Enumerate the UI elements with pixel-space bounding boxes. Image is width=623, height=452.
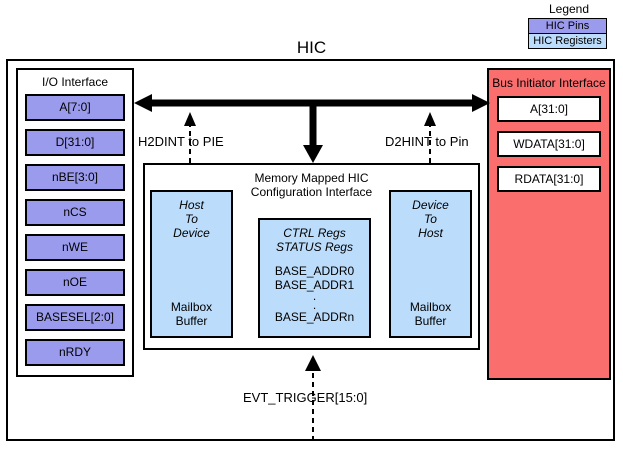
memory-mapped-config-title: Memory Mapped HIC Configuration Interfac… — [145, 171, 478, 199]
io-interface-title: I/O Interface — [41, 75, 109, 89]
base-address-ellipsis: . — [312, 289, 317, 303]
base-address-entry: BASE_ADDR0 — [274, 264, 355, 278]
ctrl-regs-heading: CTRL Regs STATUS Regs — [260, 226, 369, 254]
io-interface-block: I/O Interface A[7:0] D[31:0] nBE[3:0] nC… — [16, 68, 134, 377]
base-address-list: BASE_ADDR0 BASE_ADDR1 . . BASE_ADDRn — [260, 264, 369, 324]
bus-register-list: A[31:0] WDATA[31:0] RDATA[31:0] — [489, 96, 609, 201]
d2h-head-line-3: Host — [418, 226, 443, 240]
d2h-head-line-1: Device — [412, 198, 449, 212]
mm-title-line-1: Memory Mapped HIC — [254, 171, 369, 185]
h2d-head-line-2: To — [185, 212, 198, 226]
legend-title: Legend — [548, 2, 590, 16]
base-address-ellipsis: . — [312, 298, 317, 312]
base-address-entry: BASE_ADDR1 — [274, 278, 355, 292]
h2dint-arrow — [184, 112, 196, 163]
io-pin: D[31:0] — [25, 129, 125, 156]
legend: HIC Pins HIC Registers — [528, 18, 607, 49]
h2d-head-line-1: Host — [179, 198, 204, 212]
config-branch-arrow — [303, 103, 323, 163]
legend-item-hic-registers: HIC Registers — [528, 33, 607, 49]
d2h-head-line-2: To — [424, 212, 437, 226]
h2d-foot-line-1: Mailbox — [170, 300, 213, 314]
bus-register: WDATA[31:0] — [497, 131, 601, 157]
io-pin: nRDY — [25, 339, 125, 366]
device-to-host-heading: Device To Host — [391, 198, 470, 240]
device-to-host-footer: Mailbox Buffer — [391, 300, 470, 328]
host-to-device-heading: Host To Device — [152, 198, 231, 240]
h2d-head-line-3: Device — [173, 226, 210, 240]
io-pin: nCS — [25, 199, 125, 226]
io-pin: nWE — [25, 234, 125, 261]
io-pin: A[7:0] — [25, 94, 125, 121]
mm-title-line-2: Configuration Interface — [250, 185, 373, 199]
bus-register: A[31:0] — [497, 96, 601, 122]
ctrl-status-registers-block: CTRL Regs STATUS Regs BASE_ADDR0 BASE_AD… — [258, 218, 371, 338]
d2h-foot-line-1: Mailbox — [409, 300, 452, 314]
host-to-device-mailbox: Host To Device Mailbox Buffer — [150, 190, 233, 338]
io-pin: BASESEL[2:0] — [25, 304, 125, 331]
base-address-entry: BASE_ADDRn — [274, 310, 355, 324]
hic-outer-frame — [6, 59, 615, 441]
ctrl-head-line-1: CTRL Regs — [283, 226, 346, 240]
h2dint-label: H2DINT to PIE — [138, 134, 224, 149]
legend-item-hic-pins: HIC Pins — [528, 18, 607, 33]
d2hint-arrow — [424, 112, 436, 163]
d2hint-label: D2HINT to Pin — [385, 134, 469, 149]
bus-initiator-title: Bus Initiator Interface — [492, 76, 606, 90]
host-to-device-footer: Mailbox Buffer — [152, 300, 231, 328]
io-pin: nOE — [25, 269, 125, 296]
ctrl-head-line-2: STATUS Regs — [276, 240, 353, 254]
diagram-title: HIC — [296, 38, 327, 57]
bus-initiator-interface-block: Bus Initiator Interface A[31:0] WDATA[31… — [487, 68, 611, 380]
d2h-foot-line-2: Buffer — [414, 314, 447, 328]
evt-trigger-arrow — [305, 355, 321, 441]
evt-trigger-label: EVT_TRIGGER[15:0] — [243, 390, 368, 405]
device-to-host-mailbox: Device To Host Mailbox Buffer — [389, 190, 472, 338]
h2d-foot-line-2: Buffer — [175, 314, 208, 328]
io-pin-list: A[7:0] D[31:0] nBE[3:0] nCS nWE nOE BASE… — [18, 94, 132, 374]
io-pin: nBE[3:0] — [25, 164, 125, 191]
bus-register: RDATA[31:0] — [497, 166, 601, 192]
